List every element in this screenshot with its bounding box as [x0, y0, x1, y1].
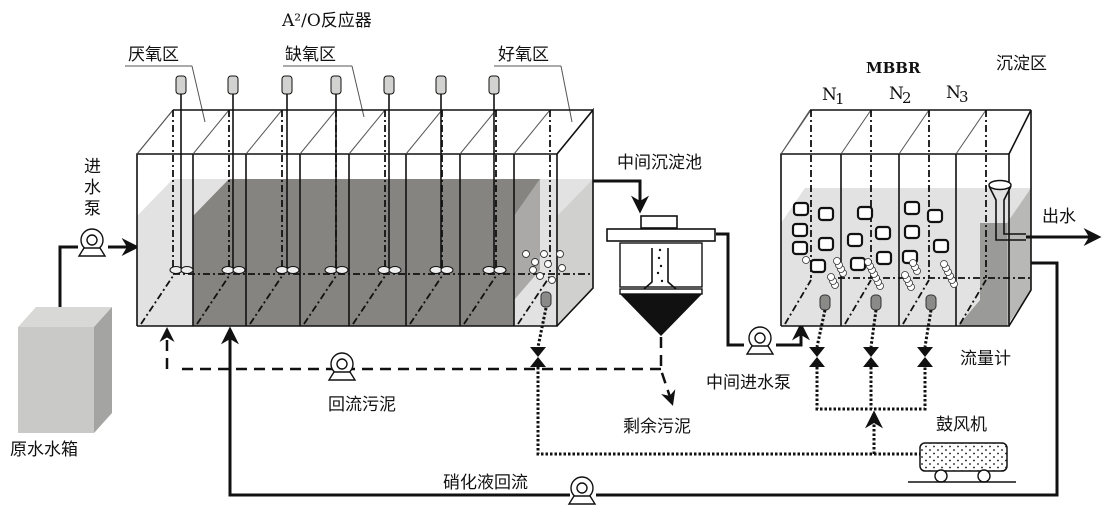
inlet-pump-icon [77, 228, 107, 257]
label-n2: N2 [889, 84, 912, 107]
label-effluent: 出水 [1042, 207, 1076, 227]
carrier-media [817, 206, 835, 222]
mixer-icon [377, 75, 402, 274]
mbbr-reactor [780, 109, 1032, 327]
aerobic-air-valve-icon [530, 347, 546, 367]
a2o-reactor [136, 107, 594, 327]
raw-water-tank [18, 307, 112, 433]
label-return-sludge: 回流污泥 [328, 395, 396, 415]
carrier-media [791, 240, 809, 256]
label-n1: N1 [822, 85, 845, 108]
label-flowmeter: 流量计 [960, 349, 1011, 369]
label-inlet-pump: 进 水 泵 [84, 157, 101, 219]
label-n3: N3 [946, 83, 969, 106]
intermediate-settler [606, 215, 716, 336]
label-excess-sludge: 剩余污泥 [623, 417, 691, 437]
a2o-title: A²/O反应器 [281, 11, 372, 31]
carrier-media [817, 236, 835, 252]
carrier-media [874, 225, 892, 241]
diffuser-icon [819, 294, 831, 311]
diffuser-icon [870, 294, 882, 311]
carrier-media [903, 200, 921, 216]
carrier-media [932, 238, 950, 254]
mbbr-carrier-media [791, 200, 958, 291]
label-settling-zone: 沉淀区 [996, 54, 1047, 74]
label-mbbr: MBBR [866, 59, 921, 77]
intermediate-pump-icon [745, 326, 775, 355]
label-anoxic-zone: 缺氧区 [285, 45, 336, 65]
carrier-media [856, 205, 874, 221]
carrier-media [791, 222, 809, 238]
label-aerobic-zone: 好氧区 [498, 45, 549, 65]
diffuser-icon [925, 294, 937, 311]
svg-text:N: N [822, 85, 837, 105]
carrier-media [903, 224, 921, 240]
return-sludge-pump-icon [327, 352, 357, 381]
label-anaerobic-zone: 厌氧区 [128, 45, 179, 65]
mixer-icon [275, 75, 300, 274]
svg-text:1: 1 [835, 90, 845, 108]
svg-text:水: 水 [84, 178, 101, 198]
carrier-media [846, 232, 864, 248]
svg-text:3: 3 [959, 88, 969, 106]
flow-valve-icon [917, 347, 933, 367]
label-intermediate-pump: 中间进水泵 [706, 373, 791, 393]
mixer-icon [324, 75, 349, 274]
svg-text:2: 2 [902, 89, 912, 107]
blower-icon [908, 442, 1016, 483]
effluent-weir-icon [988, 179, 1026, 241]
nitrified-recycle-pump-icon [567, 476, 597, 505]
svg-text:N: N [946, 83, 961, 103]
mixer-icon [169, 75, 194, 274]
svg-text:N: N [889, 84, 904, 104]
mixer-icon [482, 75, 507, 274]
mixer-icon [221, 75, 246, 274]
label-raw-water-tank: 原水水箱 [10, 440, 78, 460]
carrier-media [926, 208, 944, 224]
svg-text:A²/O反应器: A²/O反应器 [281, 11, 372, 31]
aerobic-diffuser-icon [540, 291, 552, 308]
carrier-media [792, 201, 810, 217]
flow-valve-icon [863, 347, 879, 367]
carrier-media [809, 258, 827, 274]
label-nitrified-recycle: 硝化液回流 [443, 473, 528, 493]
svg-text:进: 进 [84, 157, 101, 177]
label-intermediate-settler: 中间沉淀池 [617, 153, 702, 173]
carrier-media [849, 256, 867, 272]
svg-text:泵: 泵 [84, 199, 101, 219]
carrier-media [875, 250, 893, 266]
label-blower: 鼓风机 [936, 415, 987, 435]
mixer-icon [429, 75, 454, 274]
aeration-bubbles [522, 250, 566, 284]
flow-valve-icon [809, 347, 825, 367]
